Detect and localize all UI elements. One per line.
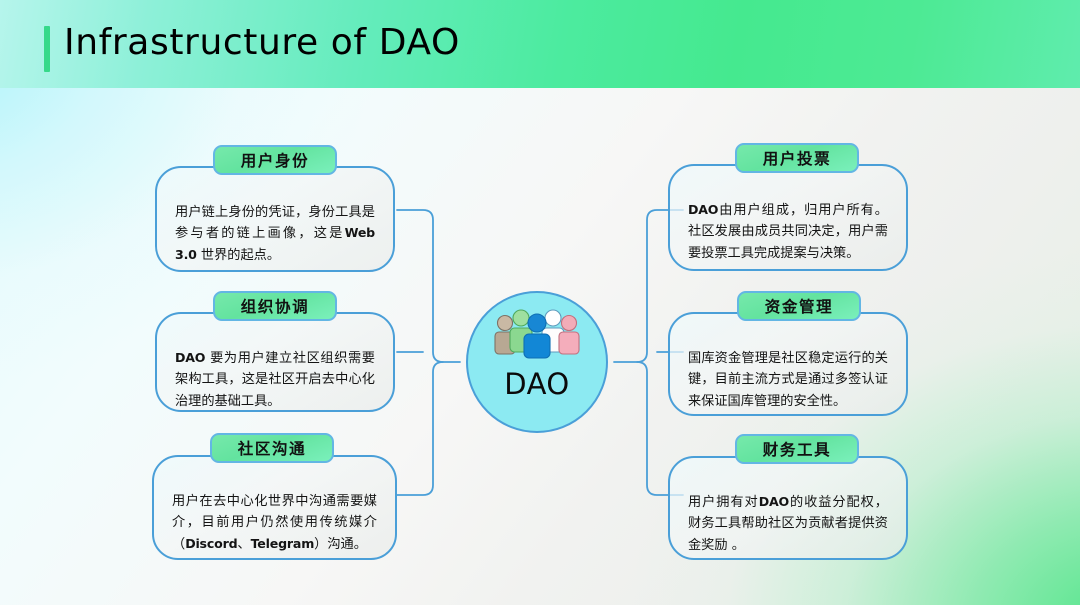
person-pink-figure	[558, 314, 580, 355]
card-right-2-body: 国库资金管理是社区稳定运行的关键，目前主流方式是通过多签认证来保证国库管理的安全…	[688, 351, 888, 409]
card-right-1[interactable]: DAO由用户组成，归用户所有。社区发展由成员共同决定，用户需要投票工具完成提案与…	[668, 164, 908, 271]
card-left-2-title: 组织协调	[213, 291, 337, 321]
header-accent-bar	[44, 26, 50, 72]
card-left-3-title: 社区沟通	[210, 433, 334, 463]
card-left-3[interactable]: 用户在去中心化世界中沟通需要媒介，目前用户仍然使用传统媒介（Discord、Te…	[152, 455, 397, 560]
card-left-2-body: DAO 要为用户建立社区组织需要架构工具，这是社区开启去中心化治理的基础工具。	[175, 350, 375, 409]
card-right-2[interactable]: 国库资金管理是社区稳定运行的关键，目前主流方式是通过多签认证来保证国库管理的安全…	[668, 312, 908, 416]
card-right-2-title: 资金管理	[737, 291, 861, 321]
card-right-1-body: DAO由用户组成，归用户所有。社区发展由成员共同决定，用户需要投票工具完成提案与…	[688, 202, 888, 261]
card-right-3-title: 财务工具	[735, 434, 859, 464]
card-left-1-body: 用户链上身份的凭证，身份工具是参与者的链上画像，这是Web 3.0 世界的起点。	[175, 205, 375, 263]
card-right-3[interactable]: 用户拥有对DAO的收益分配权，财务工具帮助社区为贡献者提供资金奖励 。	[668, 456, 908, 560]
card-left-2[interactable]: DAO 要为用户建立社区组织需要架构工具，这是社区开启去中心化治理的基础工具。	[155, 312, 395, 412]
card-left-3-body: 用户在去中心化世界中沟通需要媒介，目前用户仍然使用传统媒介（Discord、Te…	[172, 494, 377, 552]
center-node-dao[interactable]: DAO	[466, 291, 608, 433]
page-title: Infrastructure of DAO	[64, 22, 460, 63]
people-group-icon	[494, 309, 580, 359]
slide-header: Infrastructure of DAO	[0, 0, 1080, 88]
center-node-label: DAO	[504, 367, 570, 401]
card-right-1-title: 用户投票	[735, 143, 859, 173]
card-left-1[interactable]: 用户链上身份的凭证，身份工具是参与者的链上画像，这是Web 3.0 世界的起点。	[155, 166, 395, 272]
card-left-1-title: 用户身份	[213, 145, 337, 175]
person-blue-figure	[523, 313, 551, 359]
card-right-3-body: 用户拥有对DAO的收益分配权，财务工具帮助社区为贡献者提供资金奖励 。	[688, 494, 888, 553]
